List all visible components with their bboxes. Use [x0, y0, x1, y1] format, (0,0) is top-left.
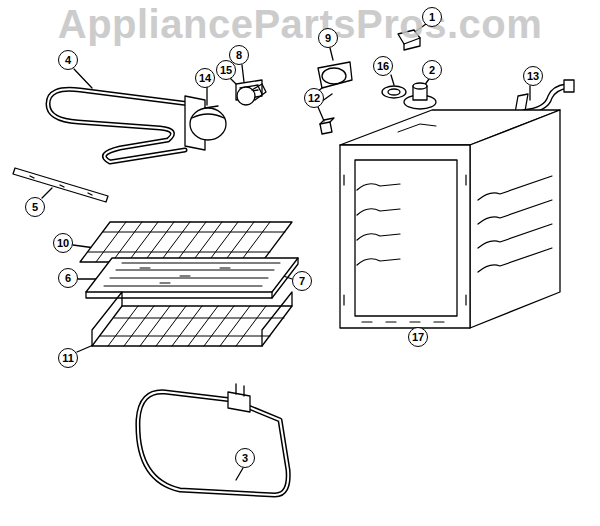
- callout-number: 17: [408, 327, 428, 347]
- callout-number: 12: [304, 88, 324, 108]
- callout-number: 10: [53, 233, 73, 253]
- callout-number: 1: [422, 7, 442, 27]
- watermark: AppliancePartsPros.com: [58, 2, 543, 47]
- callout-number: 3: [235, 448, 255, 468]
- callout-number: 13: [523, 66, 543, 86]
- callout-number: 9: [318, 28, 338, 48]
- callout-number: 4: [58, 50, 78, 70]
- callout-number: 16: [373, 56, 393, 76]
- callout-number: 2: [422, 60, 442, 80]
- callout-number: 15: [216, 60, 236, 80]
- callout-number: 11: [58, 348, 78, 368]
- callout-number: 7: [292, 271, 312, 291]
- callout-number: 6: [58, 268, 78, 288]
- callout-number: 5: [25, 197, 45, 217]
- callout-number: 14: [195, 68, 215, 88]
